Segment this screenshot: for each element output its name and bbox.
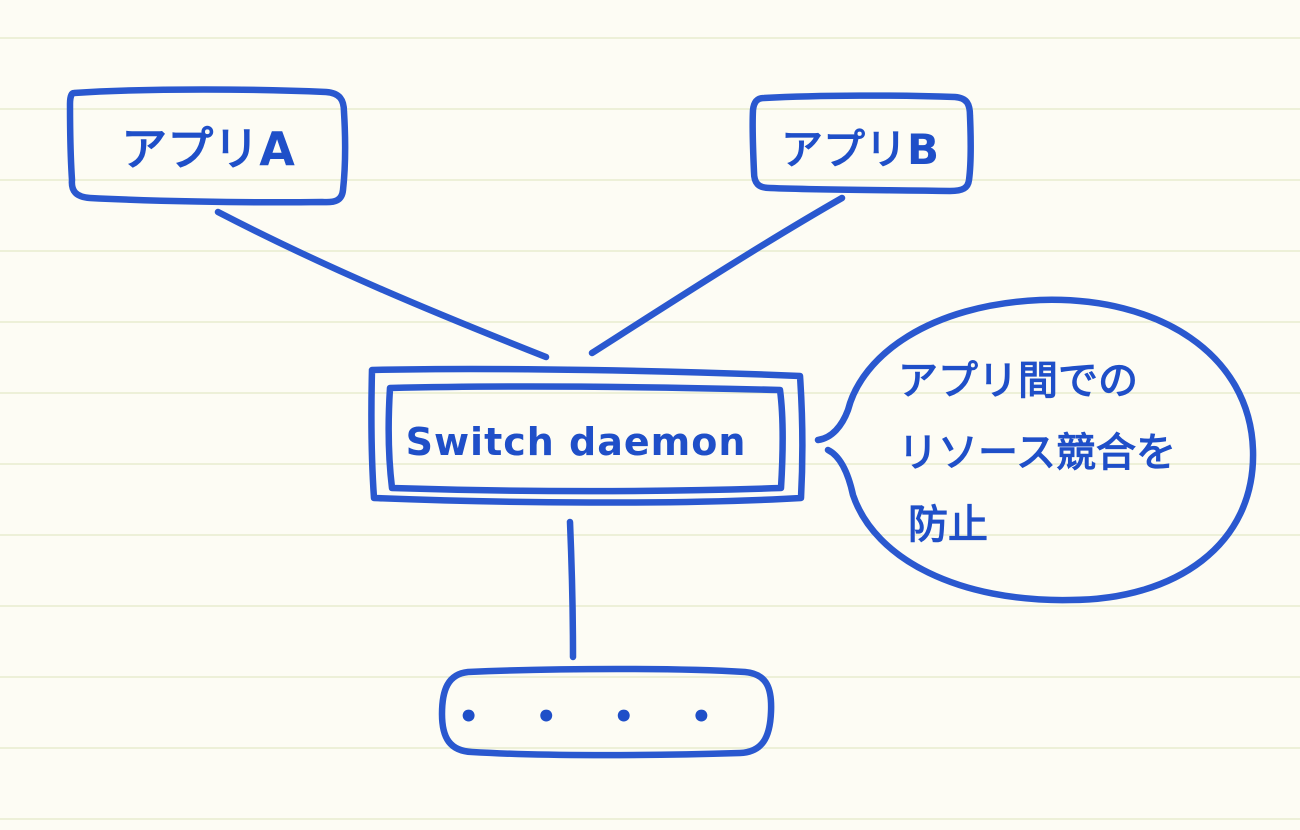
- note-line-1: アプリ間での: [898, 358, 1138, 404]
- switch-daemon-inner-box: [385, 383, 786, 495]
- app-b-label: アプリB: [781, 125, 939, 174]
- app-b-box: [749, 92, 974, 195]
- connector-app-a-to-daemon: [214, 208, 550, 361]
- more-label: • • • •: [458, 697, 734, 737]
- app-a-box: [66, 86, 349, 206]
- switch-daemon-outer-box: [368, 365, 806, 506]
- connector-app-b-to-daemon: [588, 194, 846, 357]
- app-a-node: アプリA: [66, 86, 349, 206]
- connector-daemon-to-more: [566, 518, 577, 661]
- switch-daemon-label: Switch daemon: [406, 420, 747, 464]
- switch-daemon-node: Switch daemon: [368, 365, 806, 506]
- more-node: • • • •: [438, 665, 775, 759]
- app-b-node: アプリB: [749, 92, 974, 195]
- more-box: [438, 665, 775, 759]
- note-line-3: 防止: [908, 502, 988, 548]
- note-line-2: リソース競合を: [898, 430, 1176, 476]
- speech-bubble: [814, 296, 1257, 604]
- note-bubble: アプリ間での リソース競合を 防止: [814, 296, 1257, 604]
- app-a-label: アプリA: [121, 122, 295, 176]
- ruled-lines: [0, 37, 1300, 820]
